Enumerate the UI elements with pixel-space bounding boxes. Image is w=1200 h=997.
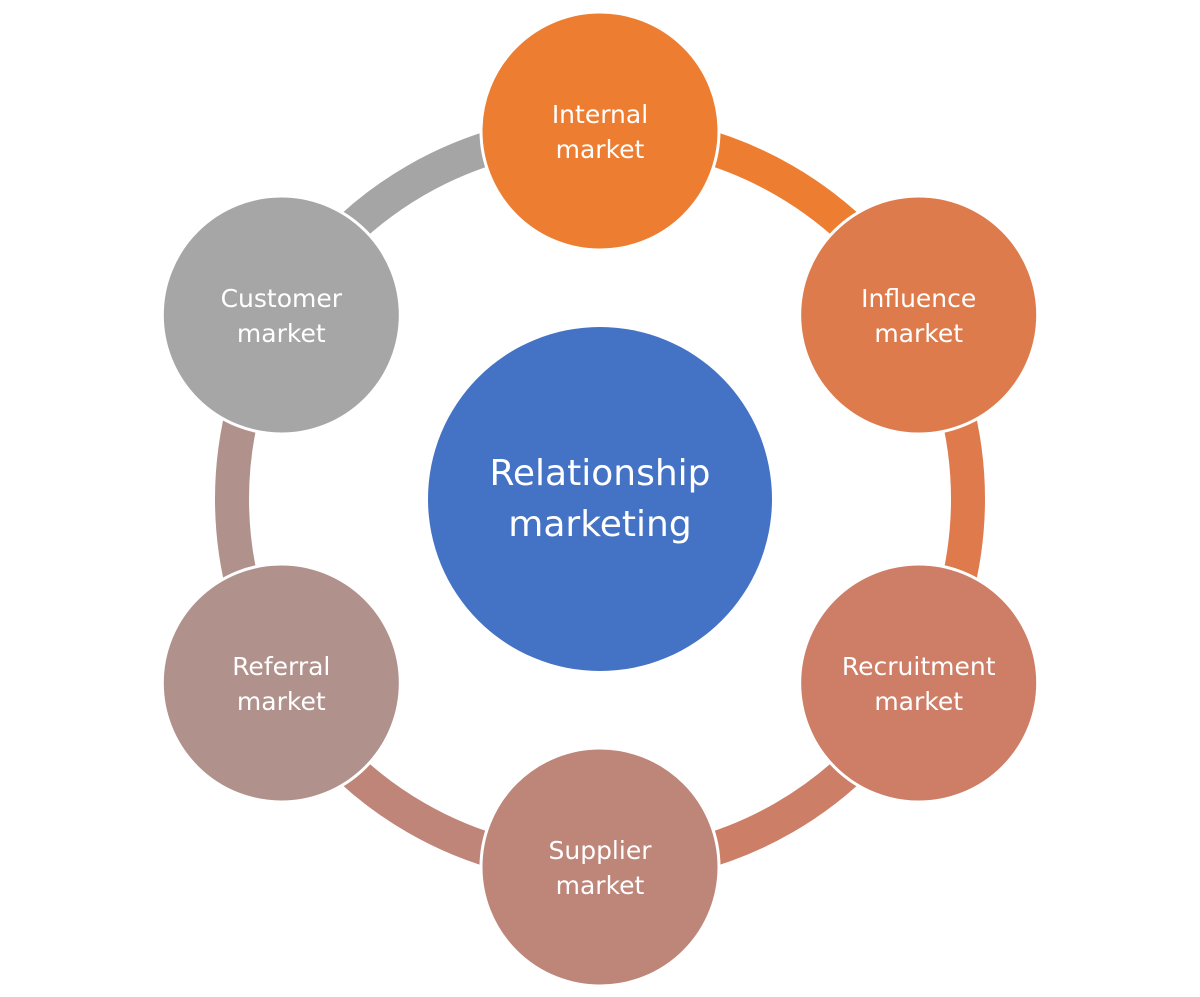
node-referral-market: Referral market — [160, 562, 402, 804]
node-label-line-1: Supplier — [548, 836, 652, 865]
node-label-line-1: Customer — [221, 284, 343, 313]
node-circle — [479, 746, 721, 988]
node-label-line-2: market — [237, 687, 326, 716]
node-internal-market: Internal market — [479, 10, 721, 252]
node-label-line-2: market — [237, 319, 326, 348]
node-label-line-1: Recruitment — [842, 652, 996, 681]
center-label-line-2: marketing — [508, 504, 691, 545]
node-label-line-1: Internal — [552, 100, 648, 129]
node-influence-market: Influence market — [798, 194, 1040, 436]
center-label-line-1: Relationship — [490, 453, 711, 494]
node-label-line-1: Influence — [861, 284, 976, 313]
node-circle — [798, 194, 1040, 436]
node-circle — [160, 194, 402, 436]
node-label-line-2: market — [874, 319, 963, 348]
center-node: Relationship marketing — [428, 327, 772, 671]
center-circle — [428, 327, 772, 671]
node-circle — [479, 10, 721, 252]
node-label-line-1: Referral — [232, 652, 330, 681]
node-supplier-market: Supplier market — [479, 746, 721, 988]
node-label-line-2: market — [556, 135, 645, 164]
node-customer-market: Customer market — [160, 194, 402, 436]
node-recruitment-market: Recruitment market — [798, 562, 1040, 804]
node-circle — [160, 562, 402, 804]
node-label-line-2: market — [874, 687, 963, 716]
node-circle — [798, 562, 1040, 804]
node-label-line-2: market — [556, 871, 645, 900]
